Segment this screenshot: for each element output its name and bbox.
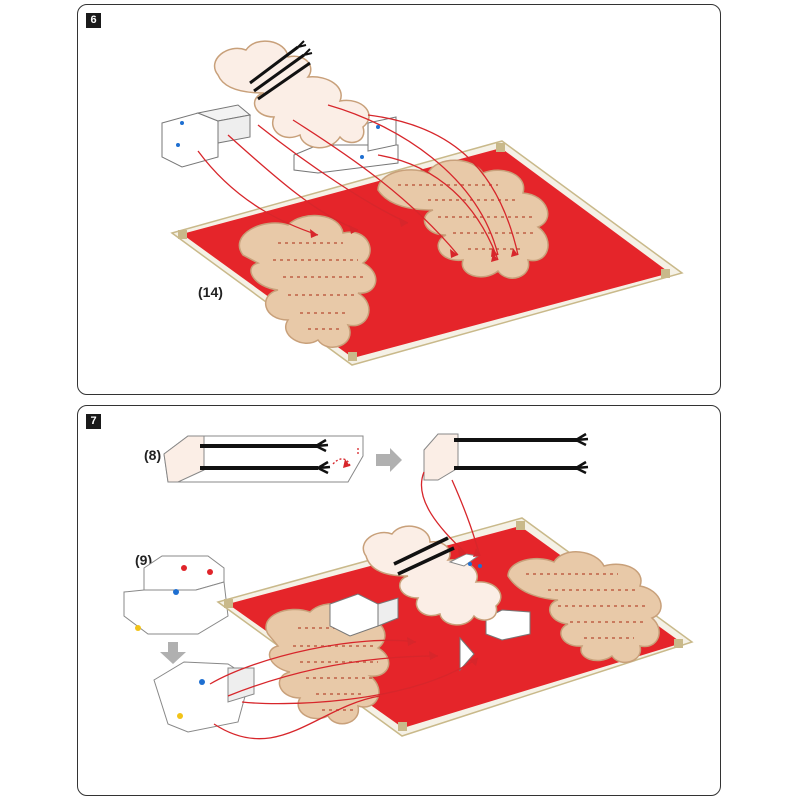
mat-corner-icon <box>224 599 233 608</box>
mat-corner-icon <box>178 230 187 239</box>
folding-block-folded <box>153 661 255 733</box>
mat-corner-icon <box>516 521 525 530</box>
mat-corner-icon <box>398 722 407 731</box>
assembly-arrows <box>197 104 519 261</box>
step-7-illustration <box>123 432 694 740</box>
step-7-badge: 7 <box>86 414 101 429</box>
step-6-panel: 6 (14) <box>77 4 721 395</box>
step-6-illustration <box>161 40 684 366</box>
assembly-arrows <box>209 471 481 740</box>
step-7-panel: 7 (8) (9) <box>77 405 721 796</box>
cloud-pattern-left <box>238 214 377 348</box>
white-block-right <box>293 116 399 174</box>
cloud-stand <box>362 525 502 626</box>
mat-corner-icon <box>496 143 505 152</box>
arrow-heads <box>407 548 480 666</box>
white-block-left <box>161 104 252 168</box>
gray-arrow-icon <box>376 448 402 472</box>
step-6-badge: 6 <box>86 13 101 28</box>
folding-block-flat <box>123 555 229 635</box>
arrow-heads <box>310 218 518 262</box>
gray-arrow-down-icon <box>160 642 186 664</box>
part-label-9: (9) <box>135 552 153 568</box>
mat-corner-icon <box>674 639 683 648</box>
mat-corner-icon <box>348 352 357 361</box>
mat-block-left <box>329 593 399 637</box>
branch-stand-before <box>163 435 364 483</box>
cloud-pattern-right <box>507 551 662 664</box>
mat-block-middle <box>459 636 475 672</box>
part-label-8: (8) <box>144 447 162 463</box>
branch-stand-after <box>423 432 589 481</box>
cloud-stand <box>213 40 370 149</box>
part-label-14: (14) <box>198 284 223 300</box>
mat-block-right <box>485 609 531 641</box>
mat-corner-icon <box>661 269 670 278</box>
